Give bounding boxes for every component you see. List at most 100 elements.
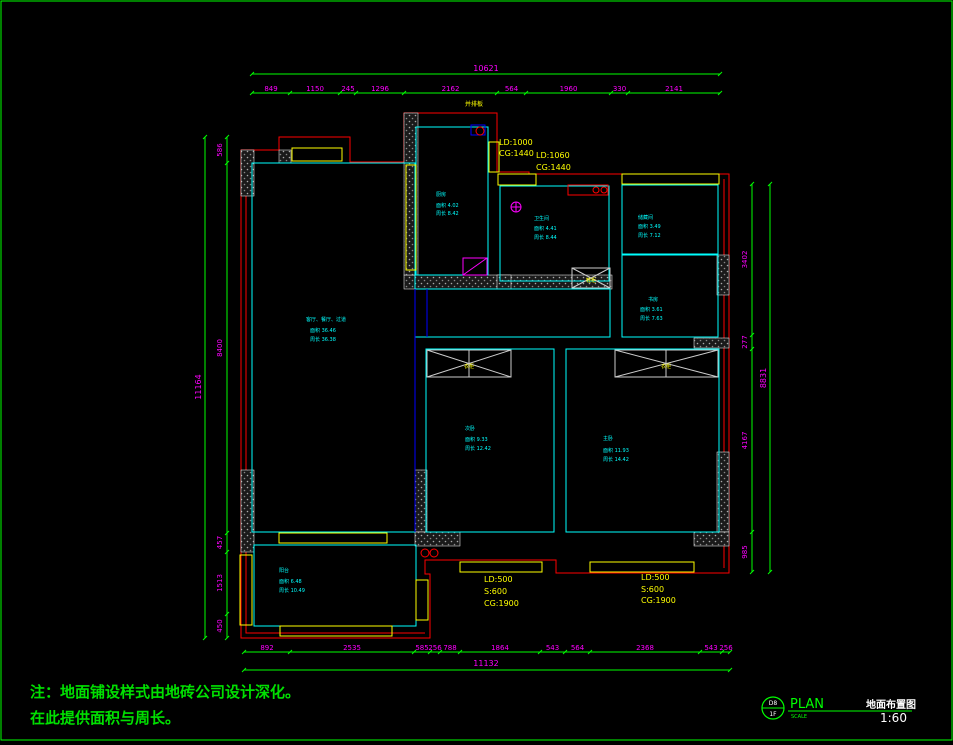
dim-left-total: 11164 — [194, 374, 203, 399]
drain-icon — [429, 548, 439, 558]
dim-bottom-segment: 1864 — [491, 644, 509, 652]
dim-bottom-segment: 256 — [719, 644, 733, 652]
fixtures — [420, 124, 609, 558]
balcony-area: 面积 6.48 — [279, 578, 302, 585]
wall-outline — [240, 112, 730, 639]
bedroom2-perimeter: 周长 12.42 — [465, 445, 491, 452]
drain-icon — [420, 548, 430, 558]
dim-top-segment: 1960 — [560, 85, 578, 93]
window-s-3: S:600 — [484, 587, 507, 596]
window-ld-1: LD:1000 — [499, 138, 533, 147]
master-name: 主卧 — [603, 435, 613, 442]
sink-icon — [475, 126, 485, 136]
dim-right-total: 8831 — [759, 368, 768, 388]
living-area: 面积 36.46 — [310, 327, 336, 334]
bedroom2-area: 面积 9.33 — [465, 436, 488, 443]
dim-top-total: 10621 — [473, 64, 498, 73]
room-living — [251, 162, 416, 533]
room-kitchen — [415, 126, 489, 276]
dim-bottom-segment: 788 — [443, 644, 456, 652]
dim-bottom-segment: 543 — [704, 644, 717, 652]
utility-perimeter: 周长 7.12 — [638, 232, 661, 239]
dimension-lines — [204, 73, 771, 671]
drawing-title: 地面布置图 — [866, 698, 916, 711]
window-cg-2: CG:1440 — [536, 163, 571, 172]
study-area: 面积 3.61 — [640, 306, 663, 313]
room-master — [565, 348, 720, 533]
drawing-scale: 1:60 — [880, 711, 907, 725]
badge-top: D8 — [769, 700, 778, 707]
window-cg-3: CG:1900 — [484, 599, 519, 608]
kitchen-perimeter: 周长 8.42 — [436, 210, 459, 217]
dim-bottom-segment: 2535 — [343, 644, 361, 652]
study-perimeter: 周长 7.63 — [640, 315, 663, 322]
dim-right-segment: 3402 — [741, 251, 749, 269]
window-cg-4: CG:1900 — [641, 596, 676, 605]
title-block: D8 1F PLAN SCALE 地面布置图 1:60 — [761, 696, 916, 725]
note-line-2: 在此提供面积与周长。 — [30, 709, 181, 727]
dim-top-segment: 1150 — [306, 85, 324, 93]
dim-top-segment: 2141 — [665, 85, 683, 93]
bathroom-name: 卫生间 — [534, 215, 549, 222]
dim-right-segment: 985 — [741, 545, 749, 558]
bathroom-area: 面积 4.41 — [534, 225, 557, 232]
dim-right-segment: 4167 — [741, 432, 749, 450]
wardrobe-label-1: 衣柜 — [464, 363, 474, 370]
room-study — [621, 254, 719, 338]
corridor-outline — [415, 288, 611, 338]
study-name: 书房 — [648, 296, 658, 303]
balcony-perimeter: 周长 10.49 — [279, 587, 305, 594]
dim-left-segment: 8400 — [216, 339, 224, 357]
utility-area: 面积 3.49 — [638, 223, 661, 230]
kitchen-name: 厨房 — [436, 191, 446, 198]
corridor-lines — [414, 289, 428, 532]
bedroom2-name: 次卧 — [465, 425, 475, 432]
dim-right-segment: 277 — [741, 335, 749, 348]
utility-name: 储藏间 — [638, 214, 653, 221]
window-cg-1: CG:1440 — [499, 149, 534, 158]
room-balcony — [253, 544, 417, 627]
dim-left-segment: 457 — [216, 536, 224, 549]
kitchen-area: 面积 4.02 — [436, 202, 459, 209]
scale-word: SCALE — [791, 714, 807, 720]
dim-bottom-segment: 256 — [428, 644, 442, 652]
dim-bottom-total: 11132 — [473, 659, 498, 668]
windows — [239, 141, 720, 637]
dim-bottom-segment: 564 — [571, 644, 585, 652]
room-utility — [621, 184, 719, 255]
window-ld-3: LD:500 — [484, 575, 513, 584]
wardrobe-label-2: 衣柜 — [661, 363, 671, 370]
master-area: 面积 11.93 — [603, 447, 629, 454]
wardrobes — [426, 267, 719, 378]
dim-left-segment: 450 — [216, 619, 224, 632]
window-s-4: S:600 — [641, 585, 664, 594]
room-bedroom2 — [425, 348, 555, 533]
dim-left-segment: 586 — [216, 143, 224, 157]
note-line-1: 注：地面铺设样式由地砖公司设计深化。 — [30, 683, 301, 701]
room-bathroom — [499, 185, 610, 282]
dim-top-segment: 330 — [613, 85, 626, 93]
dim-bottom-segment: 2368 — [636, 644, 654, 652]
dim-bottom-segment: 892 — [260, 644, 273, 652]
dim-top-segment: 1296 — [371, 85, 389, 93]
badge-bottom: 1F — [769, 711, 777, 718]
plan-word: PLAN — [790, 697, 824, 712]
dim-bottom-segment: 543 — [546, 644, 559, 652]
dimension-ticks — [202, 71, 773, 673]
dim-right-segments: 3402 277 4167 985 — [741, 251, 749, 559]
window-ld-2: LD:1060 — [536, 151, 570, 160]
window-ld-4: LD:500 — [641, 573, 670, 582]
shoe-cabinet-label: 鞋柜 — [586, 277, 596, 284]
room-labels: 客厅、餐厅、过道 面积 36.46 周长 36.38 厨房 面积 4.02 周长… — [279, 191, 663, 594]
living-name: 客厅、餐厅、过道 — [306, 316, 346, 323]
master-perimeter: 周长 14.42 — [603, 456, 629, 463]
dim-top-segment: 2162 — [442, 85, 460, 93]
dim-top-segment: 564 — [505, 85, 519, 93]
balcony-name: 阳台 — [279, 567, 289, 574]
